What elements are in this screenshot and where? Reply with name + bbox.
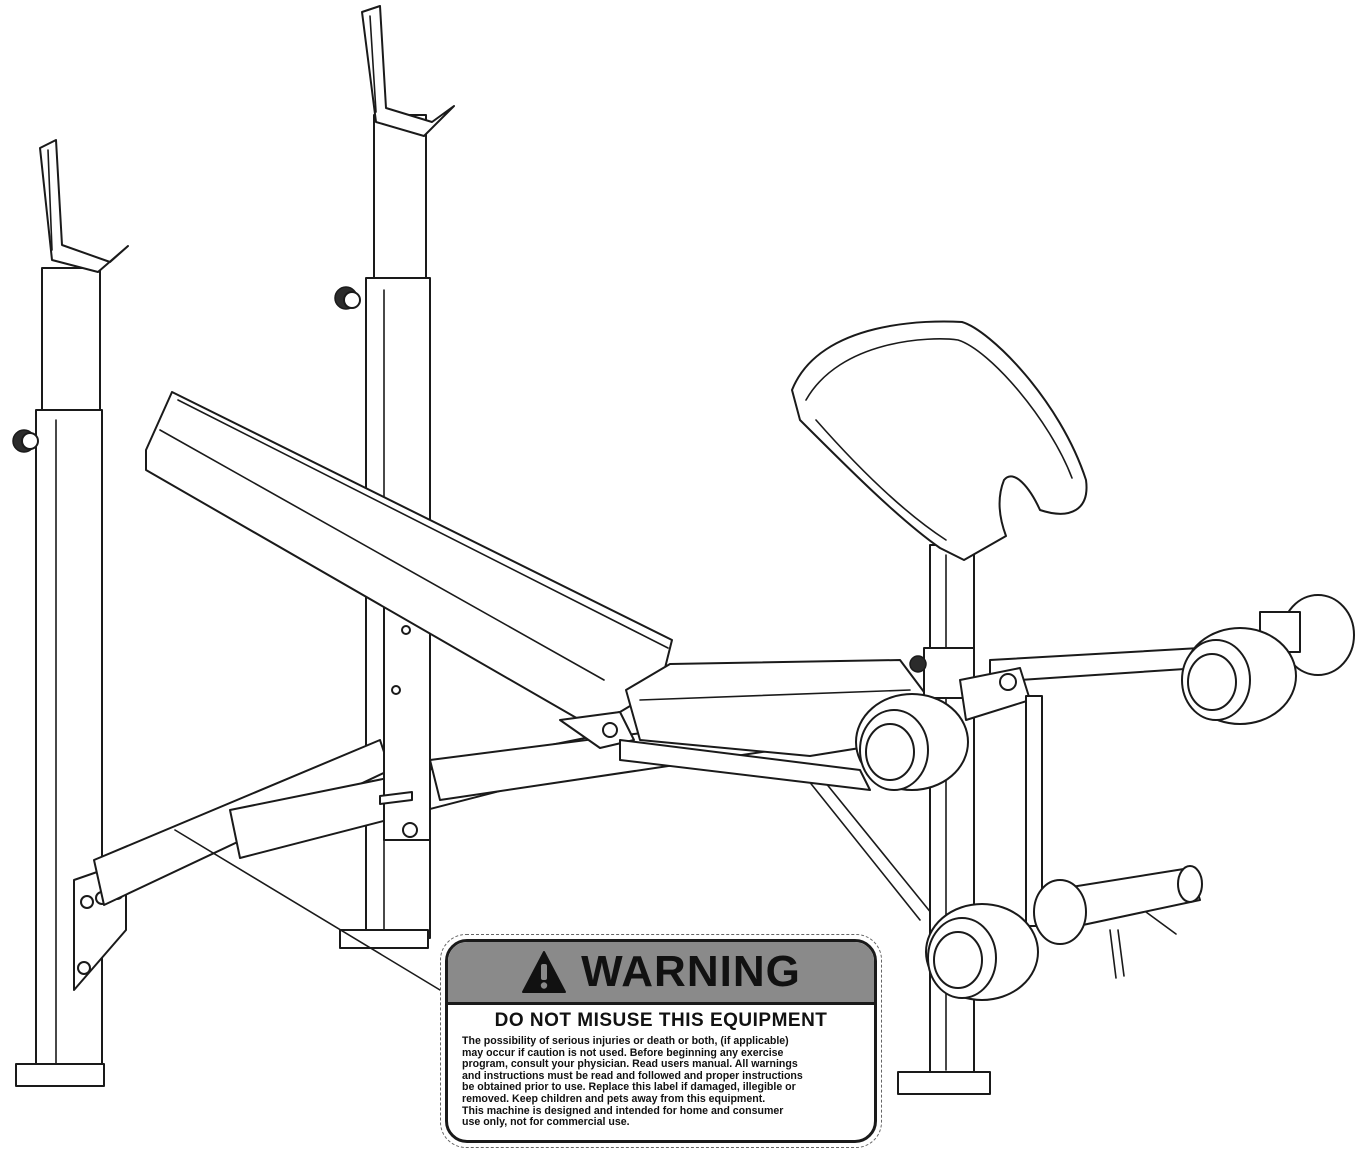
warning-body-line: be obtained prior to use. Replace this l…: [462, 1081, 796, 1094]
exclamation-triangle-icon: [522, 951, 567, 993]
warning-body: The possibility of serious injuries or d…: [448, 1032, 874, 1129]
warning-body-line: This machine is designed and intended fo…: [462, 1104, 784, 1117]
warning-label-frame: WARNING DO NOT MISUSE THIS EQUIPMENT The…: [445, 939, 877, 1143]
warning-label: WARNING DO NOT MISUSE THIS EQUIPMENT The…: [440, 934, 882, 1148]
warning-body-line: may occur if caution is not used. Before…: [462, 1046, 784, 1059]
seat-pad: [619, 659, 931, 791]
warning-title: WARNING: [581, 947, 801, 996]
weight-loading-post: [1033, 865, 1203, 979]
left-rack-upright: [12, 139, 129, 1087]
warning-subtitle: DO NOT MISUSE THIS EQUIPMENT: [494, 1010, 828, 1031]
warning-body-line: removed. Keep children and pets away fro…: [462, 1092, 766, 1105]
warning-body-line: program, consult your physician. Read us…: [462, 1058, 798, 1071]
warning-body-line: use only, not for commercial use.: [462, 1116, 630, 1129]
foam-rollers: [855, 594, 1355, 1001]
warning-body-line: and instructions must be read and follow…: [462, 1069, 803, 1082]
leg-developer-arm: [959, 647, 1201, 927]
warning-header: WARNING: [448, 942, 874, 1005]
warning-body-line: The possibility of serious injuries or d…: [462, 1035, 789, 1047]
